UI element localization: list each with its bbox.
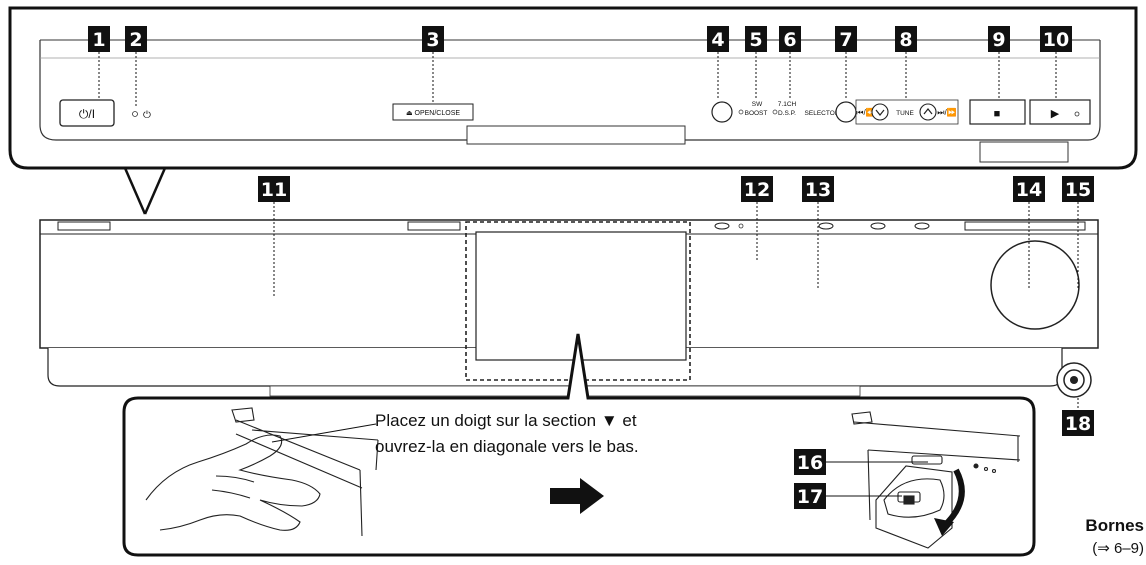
svg-text:TUNE: TUNE xyxy=(896,110,914,117)
volume-knob[interactable] xyxy=(990,240,1080,330)
callout-6 xyxy=(779,26,801,52)
callout-10 xyxy=(1040,26,1072,52)
svg-text:BOOST: BOOST xyxy=(745,110,768,117)
callout-4 xyxy=(707,26,729,52)
callout-1 xyxy=(88,26,110,52)
callout-17 xyxy=(794,483,826,509)
svg-text:⏏ OPEN/CLOSE: ⏏ OPEN/CLOSE xyxy=(406,110,460,117)
svg-text:1: 1 xyxy=(92,29,105,51)
chevron-up-icon xyxy=(923,108,933,115)
svg-text:14: 14 xyxy=(1016,179,1042,201)
callout-2 xyxy=(125,26,147,52)
callout-5 xyxy=(745,26,767,52)
unit-leaders xyxy=(273,202,1079,410)
callout-7 xyxy=(835,26,857,52)
skip-forward-icon: ⏭/⏩ xyxy=(937,107,956,117)
svg-text:10: 10 xyxy=(1043,29,1069,51)
svg-text:16: 16 xyxy=(797,452,823,474)
svg-text:17: 17 xyxy=(797,486,823,508)
power-button[interactable]: ⏻/I xyxy=(59,99,115,127)
main-unit xyxy=(39,219,1099,398)
tune-group: ⏮/⏪ TUNE ⏭/⏩ xyxy=(855,99,959,125)
terminals-title: Bornes xyxy=(1085,516,1144,535)
callout-16 xyxy=(794,449,826,475)
svg-text:13: 13 xyxy=(805,179,831,201)
zoom-panel xyxy=(8,6,1138,215)
sw-boost-indicator: SW BOOST xyxy=(738,101,768,117)
tune-down-button[interactable] xyxy=(871,103,889,121)
stop-button[interactable]: ■ xyxy=(969,99,1026,125)
svg-text:4: 4 xyxy=(711,29,724,51)
callout-9 xyxy=(988,26,1010,52)
chevron-down-icon xyxy=(875,109,885,116)
svg-text:7.1CH: 7.1CH xyxy=(778,101,797,108)
svg-text:8: 8 xyxy=(899,29,912,51)
svg-text:5: 5 xyxy=(749,29,762,51)
callout-8 xyxy=(895,26,917,52)
callout-13 xyxy=(802,176,834,202)
standby-indicator: ⏻ xyxy=(132,110,151,121)
svg-text:9: 9 xyxy=(992,29,1005,51)
svg-text:2: 2 xyxy=(129,29,142,51)
callout-12 xyxy=(741,176,773,202)
instruction-line-2: ouvrez-la en diagonale vers le bas. xyxy=(375,437,639,456)
callout-15 xyxy=(1062,176,1094,202)
svg-text:15: 15 xyxy=(1065,179,1091,201)
open-close-button[interactable]: ⏏ OPEN/CLOSE xyxy=(392,103,474,121)
play-icon: ▶ xyxy=(1051,108,1060,120)
dock-illustration xyxy=(851,411,1021,549)
svg-text:D.S.P.: D.S.P. xyxy=(778,110,796,117)
top-leaders xyxy=(98,52,1057,108)
callout-18 xyxy=(1062,410,1094,436)
svg-text:12: 12 xyxy=(744,179,770,201)
svg-text:6: 6 xyxy=(783,29,796,51)
arrow-right-icon xyxy=(550,478,604,514)
svg-text:⏻: ⏻ xyxy=(143,110,151,121)
svg-text:11: 11 xyxy=(261,179,287,201)
callout-11 xyxy=(258,176,290,202)
terminals-ref: (⇒ 6–9) xyxy=(1092,540,1144,557)
svg-text:SW: SW xyxy=(752,101,763,108)
svg-text:3: 3 xyxy=(426,29,439,51)
svg-text:SELECTOR: SELECTOR xyxy=(805,110,840,117)
tune-up-button[interactable] xyxy=(919,103,937,121)
svg-text:18: 18 xyxy=(1065,413,1091,435)
stop-icon: ■ xyxy=(994,108,1001,120)
callout-badges: 1 2 3 4 5 6 7 8 9 10 11 12 13 14 15 16 1… xyxy=(88,26,1094,509)
instruction-line-1: Placez un doigt sur la section ▼ et xyxy=(375,411,637,430)
dsp-indicator: 7.1CH D.S.P. xyxy=(772,101,797,117)
svg-text:7: 7 xyxy=(839,29,852,51)
skip-back-icon: ⏮/⏪ xyxy=(856,107,875,117)
sound-mode-button[interactable] xyxy=(711,101,733,123)
callout-14 xyxy=(1013,176,1045,202)
power-button-label: ⏻/I xyxy=(79,107,95,121)
callout-3 xyxy=(422,26,444,52)
play-button[interactable]: ▶ xyxy=(1029,99,1091,125)
